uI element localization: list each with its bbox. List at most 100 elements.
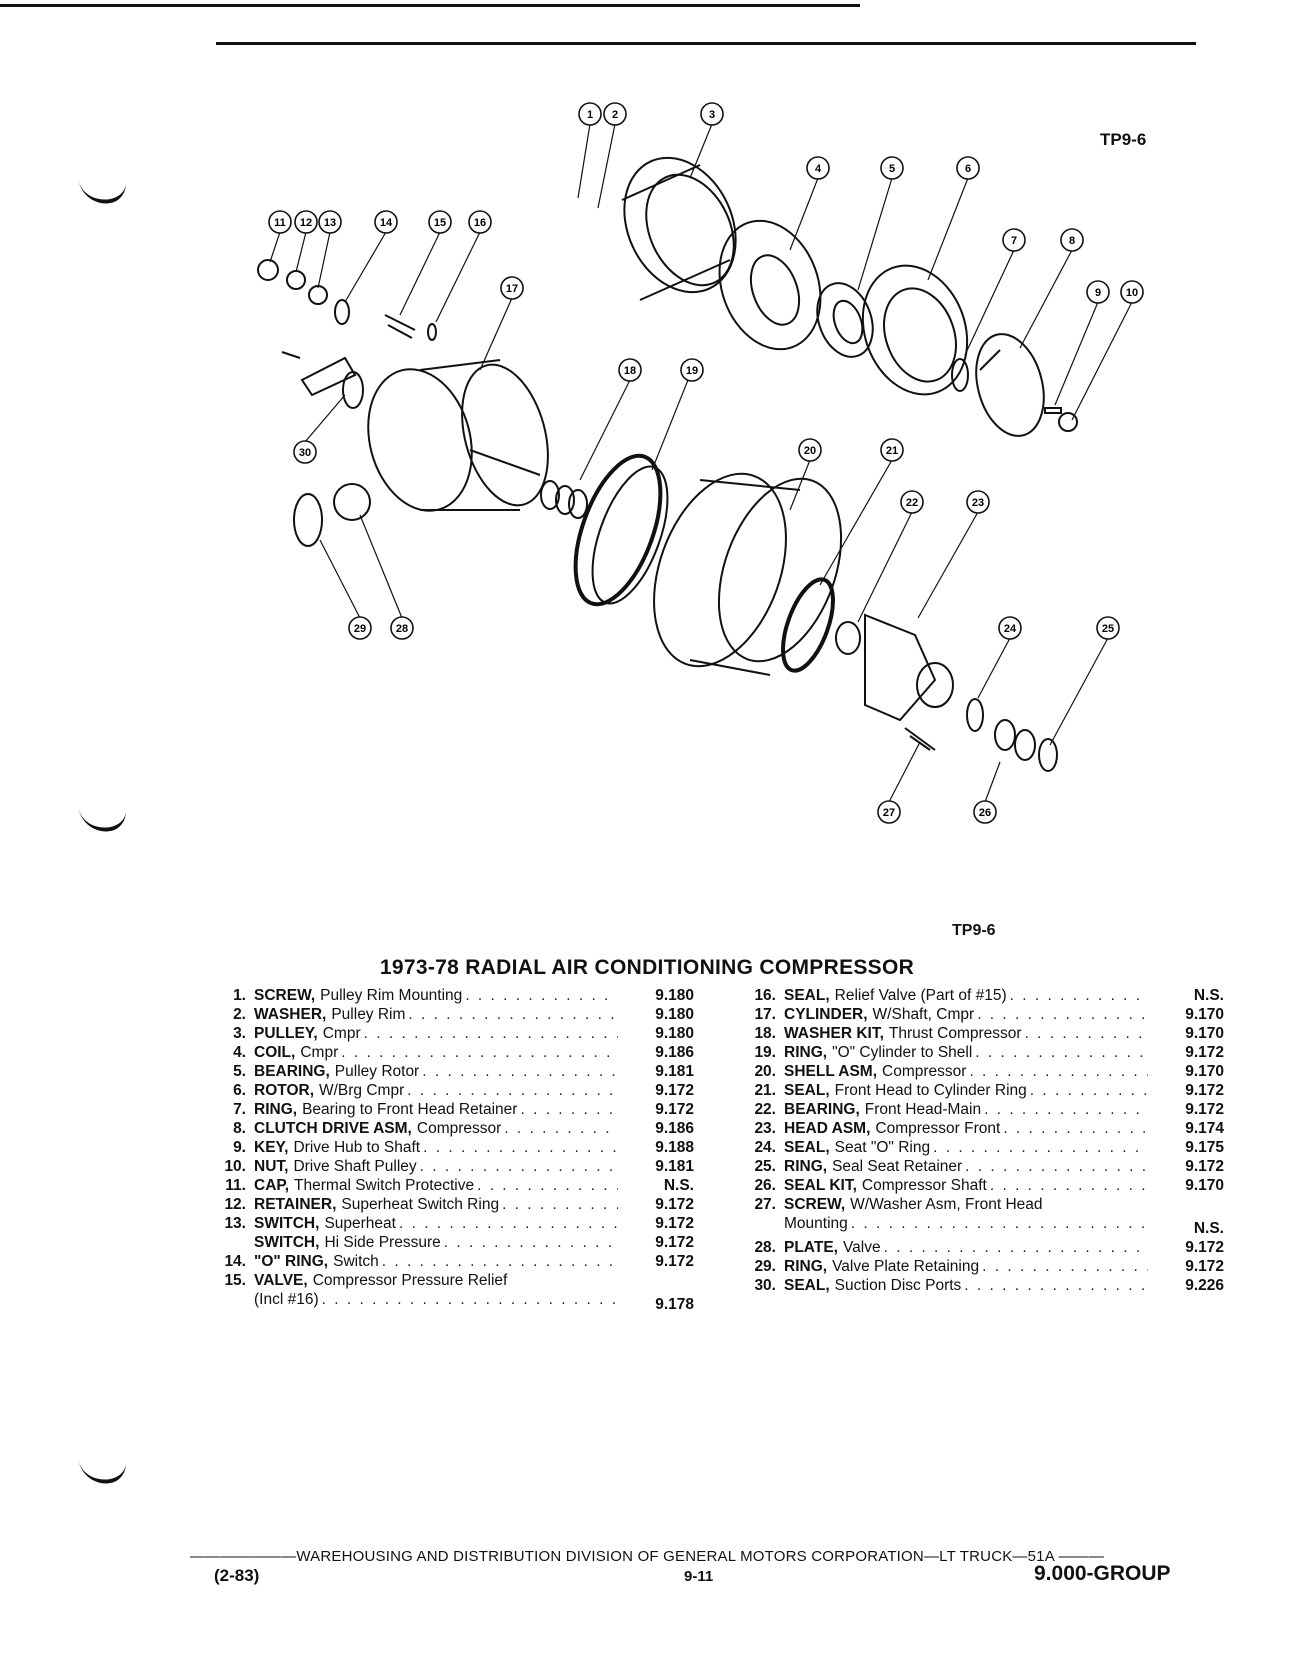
parts-list-row: 1.SCREW,Pulley Rim Mounting9.180 (200, 986, 700, 1005)
part-number: 24. (754, 1139, 776, 1156)
svg-text:14: 14 (380, 217, 393, 229)
part-detail: Relief Valve (Part of #15) (834, 987, 1007, 1004)
callout-9: 9 (1086, 280, 1110, 304)
part-number: 13. (224, 1215, 246, 1232)
part-detail: Pulley Rim Mounting (320, 987, 463, 1004)
part-number: 3. (233, 1025, 246, 1042)
leader-lines (269, 123, 1133, 803)
catalog-page-ref: 9.172 (655, 1215, 694, 1232)
part-description: SEAL,Relief Valve (Part of #15) (784, 986, 1148, 1005)
leader-dots (933, 1138, 1148, 1157)
callout-20: 20 (798, 438, 822, 462)
svg-text:20: 20 (804, 445, 816, 457)
catalog-page-ref: N.S. (1193, 1220, 1224, 1237)
catalog-page-ref: 9.172 (655, 1234, 694, 1251)
part-description: CYLINDER,W/Shaft, Cmpr (784, 1005, 1148, 1024)
part-detail: Compressor Pressure Relief (312, 1272, 508, 1289)
callout-22: 22 (900, 490, 924, 514)
part-number: 12. (224, 1196, 246, 1213)
svg-text:10: 10 (1126, 287, 1138, 299)
callout-11: 11 (268, 210, 292, 234)
part-description: RING,Seal Seat Retainer (784, 1157, 1148, 1176)
callout-19: 19 (680, 358, 704, 382)
bracket-part (300, 356, 357, 397)
pulley-part (621, 156, 737, 301)
part-description: RING,Valve Plate Retaining (784, 1257, 1148, 1276)
catalog-page-ref: 9.186 (655, 1044, 694, 1061)
retainer-part (286, 270, 306, 290)
leader-dots (965, 1157, 1148, 1176)
part-description: CAP,Thermal Switch Protective (254, 1176, 618, 1195)
catalog-page-ref: 9.170 (1185, 1006, 1224, 1023)
catalog-page-ref: 9.170 (1185, 1025, 1224, 1042)
part-description: WASHER KIT,Thrust Compressor (784, 1024, 1148, 1043)
washer-part-b (555, 485, 575, 515)
shaft-seal-part (994, 719, 1016, 751)
callout-26: 26 (973, 800, 997, 824)
part-detail: (Incl #16) (254, 1291, 319, 1308)
leader-dots (465, 986, 618, 1005)
svg-text:16: 16 (474, 217, 486, 229)
catalog-page-ref: 9.226 (1185, 1277, 1224, 1294)
part-detail: Pulley Rim (331, 1006, 406, 1023)
callout-17: 17 (500, 276, 524, 300)
part-description: NUT,Drive Shaft Pulley (254, 1157, 618, 1176)
catalog-page-ref: 9.172 (1185, 1044, 1224, 1061)
part-detail: Superheat (324, 1215, 396, 1232)
part-name: SEAL KIT, (784, 1177, 857, 1194)
part-description: SCREW,Pulley Rim Mounting (254, 986, 618, 1005)
part-number: 17. (754, 1006, 776, 1023)
svg-text:22: 22 (906, 497, 918, 509)
callout-8: 8 (1060, 228, 1084, 252)
svg-text:8: 8 (1069, 235, 1075, 247)
callout-23: 23 (966, 490, 990, 514)
part-name: SCREW, (784, 1196, 846, 1213)
part-name: SCREW, (254, 987, 316, 1004)
page-title: 1973-78 RADIAL AIR CONDITIONING COMPRESS… (379, 956, 915, 979)
part-name: SWITCH, (254, 1234, 320, 1251)
parts-list-row: 13.SWITCH,Superheat9.172 (200, 1214, 700, 1233)
part-detail: Cmpr (322, 1025, 361, 1042)
parts-list-row: 15. VALVE,Compressor Pressure Relief (200, 1271, 700, 1290)
part-description: SEAL,Suction Disc Ports (784, 1276, 1148, 1295)
washer-part-c (568, 489, 588, 519)
part-name: RING, (254, 1101, 298, 1118)
part-detail: Compressor Front (875, 1120, 1001, 1137)
part-name: WASHER KIT, (784, 1025, 884, 1042)
part-name: COIL, (254, 1044, 296, 1061)
parts-list-row: 2.WASHER,Pulley Rim9.180 (200, 1005, 700, 1024)
catalog-page-ref: 9.181 (655, 1063, 694, 1080)
svg-text:30: 30 (299, 447, 311, 459)
part-detail: Pulley Rotor (334, 1063, 420, 1080)
callout-13: 13 (318, 210, 342, 234)
part-name: "O" RING, (254, 1253, 329, 1270)
part-description: ROTOR,W/Brg Cmpr (254, 1081, 618, 1100)
leader-dots (1003, 1119, 1148, 1138)
part-name: BEARING, (784, 1101, 860, 1118)
part-detail: Thermal Switch Protective (294, 1177, 475, 1194)
part-detail: Drive Shaft Pulley (293, 1158, 417, 1175)
part-detail: Superheat Switch Ring (341, 1196, 500, 1213)
catalog-page-ref: 9.175 (1185, 1139, 1224, 1156)
svg-text:3: 3 (709, 109, 715, 121)
catalog-page-ref: 9.172 (655, 1253, 694, 1270)
leader-dots (975, 1043, 1148, 1062)
part-name: PULLEY, (254, 1025, 318, 1042)
part-name: RETAINER, (254, 1196, 337, 1213)
part-detail: W/Washer Asm, Front Head (850, 1196, 1043, 1213)
part-number: 15. (224, 1272, 246, 1289)
svg-text:17: 17 (506, 283, 518, 295)
parts-list-row: Mounting N.S. (730, 1214, 1230, 1238)
part-detail: Switch (333, 1253, 379, 1270)
part-detail: Mounting (784, 1215, 848, 1232)
part-description: VALVE,Compressor Pressure Relief (254, 1271, 618, 1290)
part-description: WASHER,Pulley Rim (254, 1005, 618, 1024)
callout-7: 7 (1002, 228, 1026, 252)
callout-10: 10 (1120, 280, 1144, 304)
callout-27: 27 (877, 800, 901, 824)
footer-division-text: WAREHOUSING AND DISTRIBUTION DIVISION OF… (296, 1548, 1055, 1565)
svg-text:15: 15 (434, 217, 446, 229)
part-description: SEAL,Seat "O" Ring (784, 1138, 1148, 1157)
part-number: 23. (754, 1120, 776, 1137)
